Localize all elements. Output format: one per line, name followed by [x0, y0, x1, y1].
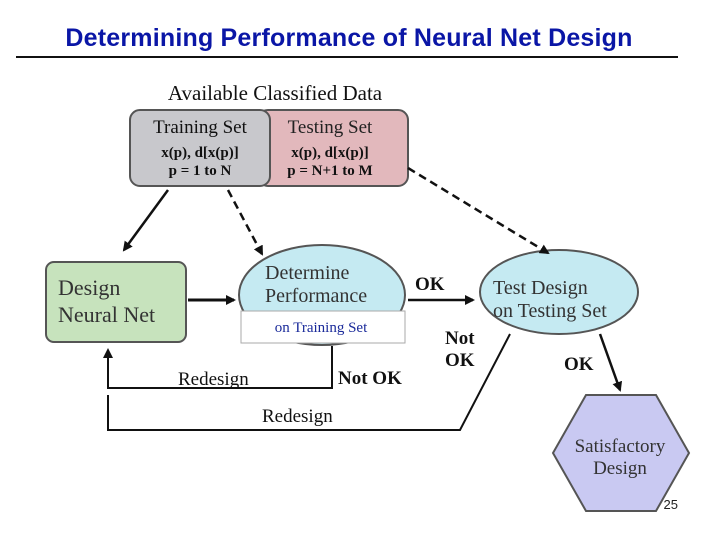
determine-line1: Determine	[265, 262, 350, 284]
not-label-test: Not	[445, 328, 475, 349]
determine-performance-ellipse: Determine Performance on Training Set	[238, 244, 406, 346]
page-number: 25	[663, 497, 678, 512]
training-set-line1: x(p), d[x(p)]	[161, 145, 239, 161]
design-neural-net-box: Design Neural Net	[45, 261, 187, 343]
not-ok-label-determine: Not OK	[338, 368, 402, 389]
training-set-line2: p = 1 to N	[169, 163, 232, 179]
test-design-ellipse: Test Design on Testing Set	[479, 249, 639, 335]
on-training-set-label: on Training Set	[275, 320, 368, 336]
ok-label-test-fail: OK	[445, 350, 475, 371]
arrow-training-to-determine	[226, 189, 264, 256]
testing-set-box: Testing Set x(p), d[x(p)] p = N+1 to M	[257, 109, 409, 187]
design-line1: Design	[58, 275, 120, 300]
slide-title: Determining Performance of Neural Net De…	[65, 24, 633, 52]
arrow-testing-to-test	[407, 166, 550, 255]
redesign-label-inner: Redesign	[178, 369, 249, 390]
redesign-loop-inner	[103, 346, 333, 389]
redesign-label-outer: Redesign	[262, 406, 333, 427]
training-set-box: Training Set x(p), d[x(p)] p = 1 to N	[129, 109, 271, 187]
satisfactory-line1: Satisfactory	[575, 436, 666, 457]
satisfactory-design-hexagon: Satisfactory Design	[551, 394, 691, 512]
design-line2: Neural Net	[58, 302, 155, 327]
ok-label-test-pass: OK	[564, 354, 594, 375]
redesign-loop-outer	[107, 333, 511, 431]
satisfactory-line2: Design	[593, 458, 647, 479]
testing-set-title: Testing Set	[288, 117, 373, 138]
test-design-line2: on Testing Set	[493, 300, 607, 322]
arrow-test-to-satisfactory	[598, 333, 623, 392]
determine-line2: Performance	[265, 285, 367, 307]
training-set-title: Training Set	[153, 117, 248, 138]
title-underline	[16, 56, 678, 58]
test-design-line1: Test Design	[493, 277, 588, 299]
arrow-training-to-design	[122, 189, 170, 252]
testing-set-line1: x(p), d[x(p)]	[291, 145, 369, 161]
testing-set-line2: p = N+1 to M	[287, 163, 372, 179]
available-data-heading: Available Classified Data	[168, 81, 383, 105]
ok-label-determine: OK	[415, 274, 445, 295]
training-set-band	[240, 310, 406, 344]
